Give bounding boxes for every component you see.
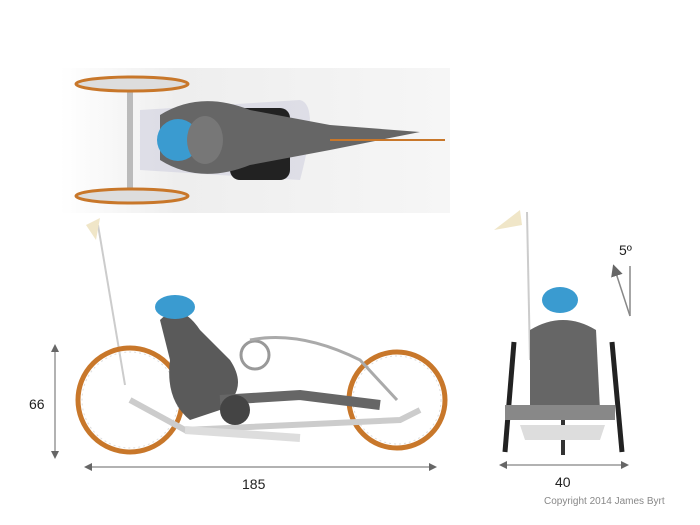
height-label: 66 xyxy=(29,396,45,412)
front-view xyxy=(494,210,625,455)
flag xyxy=(86,218,100,240)
top-right-wheel xyxy=(74,187,190,205)
copyright-text: Copyright 2014 James Byrt xyxy=(544,496,665,507)
helmet-side xyxy=(155,295,195,319)
helmet-front xyxy=(542,287,578,313)
length-label: 185 xyxy=(242,476,266,492)
camber-angle-arrow xyxy=(611,264,631,317)
width-label: 40 xyxy=(555,474,571,490)
top-left-wheel xyxy=(74,75,190,93)
side-view xyxy=(75,218,448,455)
camber-angle-label: 5º xyxy=(619,242,632,258)
helmet-top xyxy=(157,119,199,161)
flag-front xyxy=(494,210,522,230)
top-view xyxy=(60,68,450,213)
